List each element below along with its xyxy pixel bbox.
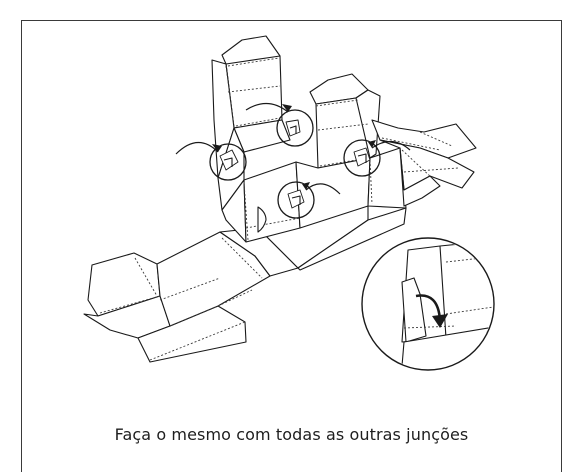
right-wall-assembly bbox=[295, 73, 407, 229]
right-flat-flaps bbox=[371, 119, 477, 207]
zoom-circle-1 bbox=[276, 109, 314, 147]
zoom-circle-3 bbox=[343, 139, 381, 177]
left-wall-assembly bbox=[211, 35, 301, 243]
zoom-detail-circle bbox=[361, 237, 495, 371]
wall-notch bbox=[257, 206, 267, 233]
curved-arrow-icon bbox=[175, 102, 411, 195]
zoom-circle-4 bbox=[277, 181, 315, 219]
figure-border bbox=[21, 20, 562, 472]
zoom-circle-2 bbox=[209, 143, 247, 181]
left-flat-flaps bbox=[83, 227, 299, 363]
arrowheads bbox=[212, 104, 376, 190]
figure-caption: Faça o mesmo com todas as outras junções bbox=[114, 425, 469, 444]
